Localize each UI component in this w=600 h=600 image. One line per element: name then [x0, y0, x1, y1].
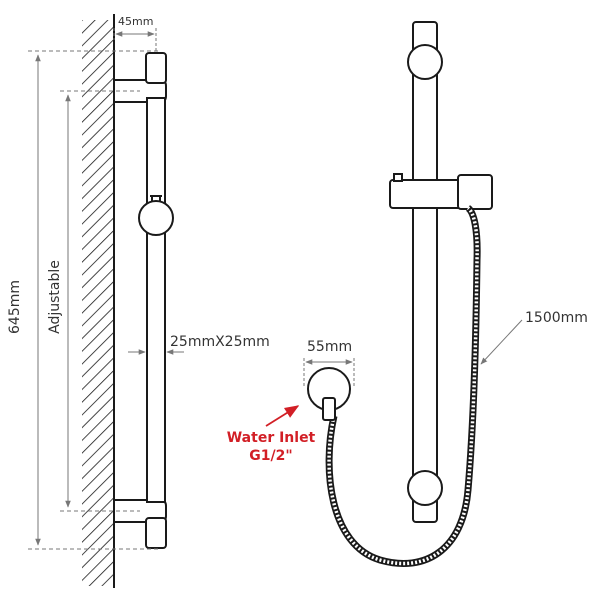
side-view [28, 14, 184, 588]
water-inlet-line-1: Water Inlet [226, 430, 316, 446]
bracket-offset-label: 45mm [118, 15, 154, 28]
front-slider-button [393, 173, 403, 182]
hose-length-leader [480, 319, 523, 365]
handset-holder-cup [457, 174, 493, 210]
water-inlet-label: Water Inlet G1/2" [226, 429, 316, 465]
water-inlet-line-2: G1/2" [249, 448, 293, 465]
water-outlet [307, 367, 351, 421]
adjustable-text: Adjustable [47, 260, 63, 334]
outlet-width-label: 55mm [307, 339, 353, 355]
front-bottom-bracket [407, 470, 443, 506]
adjustable-label: Adjustable [30, 260, 80, 334]
side-slider-knob [138, 200, 174, 236]
side-rail-bar [146, 97, 166, 503]
wall-hatching [82, 20, 114, 586]
hose-length-label: 1500mm [525, 310, 588, 326]
total-height-text: 645mm [7, 280, 23, 334]
front-rail-bar [412, 21, 438, 523]
adjustable-range-dimension [60, 90, 140, 512]
top-wall-bracket [114, 52, 167, 103]
outlet-width-dimension [303, 358, 355, 386]
bracket-offset-dimension [113, 28, 157, 52]
bottom-wall-bracket [114, 499, 167, 549]
shower-hose [325, 205, 481, 567]
bar-section-label: 25mmX25mm [170, 334, 270, 350]
front-view [389, 21, 493, 523]
total-height-label: 645mm [0, 280, 30, 334]
water-inlet-arrow [265, 405, 300, 427]
front-top-bracket [407, 44, 443, 80]
total-height-dimension [28, 50, 160, 550]
